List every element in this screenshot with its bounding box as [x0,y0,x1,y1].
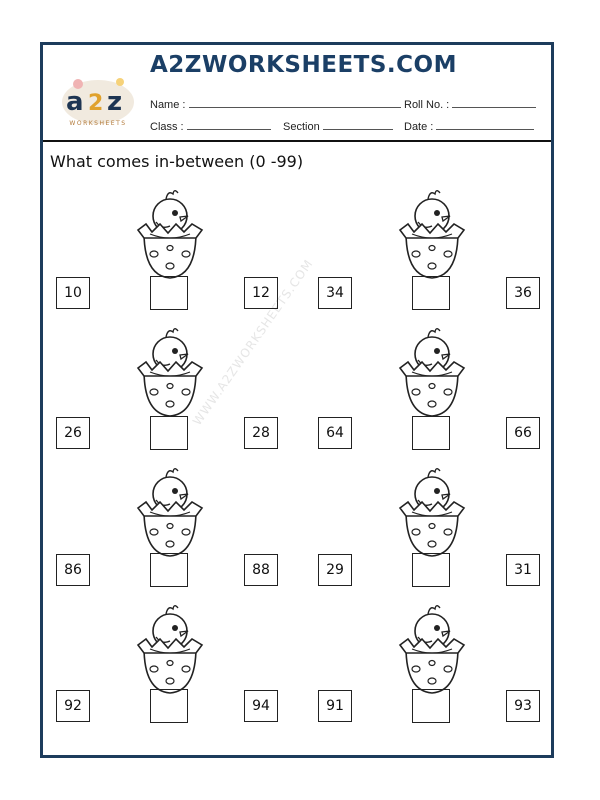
number-before: 86 [56,554,90,586]
number-before: 92 [56,690,90,722]
number-before: 10 [56,277,90,309]
number-after: 36 [506,277,540,309]
roll-blank[interactable] [452,97,537,108]
svg-text:a: a [66,87,84,117]
instruction-text: What comes in-between (0 -99) [50,152,304,171]
roll-field[interactable]: Roll No. : [404,97,537,111]
number-before: 64 [318,417,352,449]
site-title: A2ZWORKSHEETS.COM [150,52,457,78]
a2z-logo: a 2 z [62,78,134,124]
chick-egg-icon [137,327,203,417]
class-blank[interactable] [186,119,271,130]
number-after: 28 [244,417,278,449]
number-after: 12 [244,277,278,309]
page-border [40,42,554,758]
date-field[interactable]: Date : [404,119,535,133]
chick-egg-icon [399,327,465,417]
logo-caption: WORKSHEETS [69,120,127,127]
chick-egg-icon [137,604,203,694]
answer-box[interactable] [412,689,450,723]
section-label: Section [283,121,320,133]
answer-box[interactable] [150,416,188,450]
number-after: 31 [506,554,540,586]
svg-text:2: 2 [88,91,103,116]
svg-text:z: z [107,87,122,117]
header-divider [43,140,551,142]
answer-box[interactable] [150,276,188,310]
name-field[interactable]: Name : [150,97,401,111]
answer-box[interactable] [412,276,450,310]
number-before: 29 [318,554,352,586]
chick-egg-icon [399,604,465,694]
chick-egg-icon [399,467,465,557]
section-field[interactable]: Section [283,119,393,133]
answer-box[interactable] [412,553,450,587]
name-label: Name : [150,99,186,111]
number-before: 34 [318,277,352,309]
number-after: 94 [244,690,278,722]
class-field[interactable]: Class : [150,119,271,133]
answer-box[interactable] [150,553,188,587]
name-blank[interactable] [188,97,401,108]
class-label: Class : [150,121,184,133]
number-after: 88 [244,554,278,586]
answer-box[interactable] [150,689,188,723]
number-after: 66 [506,417,540,449]
chick-egg-icon [137,189,203,279]
roll-label: Roll No. : [404,99,450,111]
number-after: 93 [506,690,540,722]
date-label: Date : [404,121,434,133]
date-blank[interactable] [436,119,535,130]
chick-egg-icon [399,189,465,279]
number-before: 91 [318,690,352,722]
number-before: 26 [56,417,90,449]
chick-egg-icon [137,467,203,557]
answer-box[interactable] [412,416,450,450]
section-blank[interactable] [322,119,393,130]
